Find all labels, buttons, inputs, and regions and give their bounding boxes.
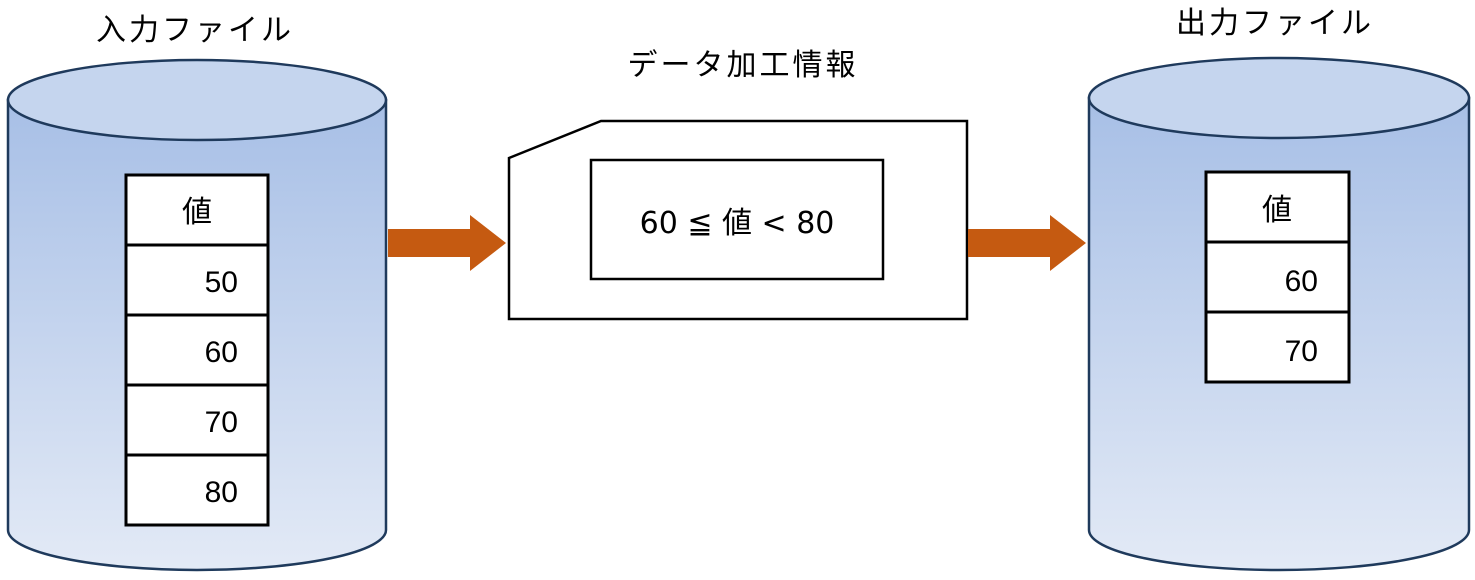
input-file-title: 入力ファイル — [96, 13, 294, 48]
output-table: 値 60 70 — [1204, 170, 1351, 384]
output-table-header-cell — [1204, 170, 1351, 244]
output-value: 60 — [1285, 265, 1318, 298]
input-value: 70 — [205, 406, 238, 439]
input-table-cell — [124, 313, 270, 387]
input-table-cell — [124, 243, 270, 317]
input-value: 60 — [205, 336, 238, 369]
output-table-cell — [1204, 240, 1351, 314]
filter-condition: 60 ≦ 値 < 80 — [640, 206, 835, 241]
arrow-right-icon — [388, 215, 506, 271]
output-value: 70 — [1285, 335, 1318, 368]
input-table-header: 値 — [182, 195, 212, 230]
process-title: データ加工情報 — [628, 48, 859, 83]
input-table-cell — [124, 453, 270, 527]
output-file-title: 出力ファイル — [1176, 6, 1374, 41]
condition-box — [589, 158, 885, 281]
arrow-right-icon — [968, 215, 1086, 271]
output-table-cell — [1204, 310, 1351, 384]
input-table: 値 50 60 70 80 — [124, 173, 270, 527]
output-table-header: 値 — [1262, 193, 1292, 228]
input-table-cell — [124, 383, 270, 457]
input-value: 80 — [205, 476, 238, 509]
input-value: 50 — [205, 266, 238, 299]
